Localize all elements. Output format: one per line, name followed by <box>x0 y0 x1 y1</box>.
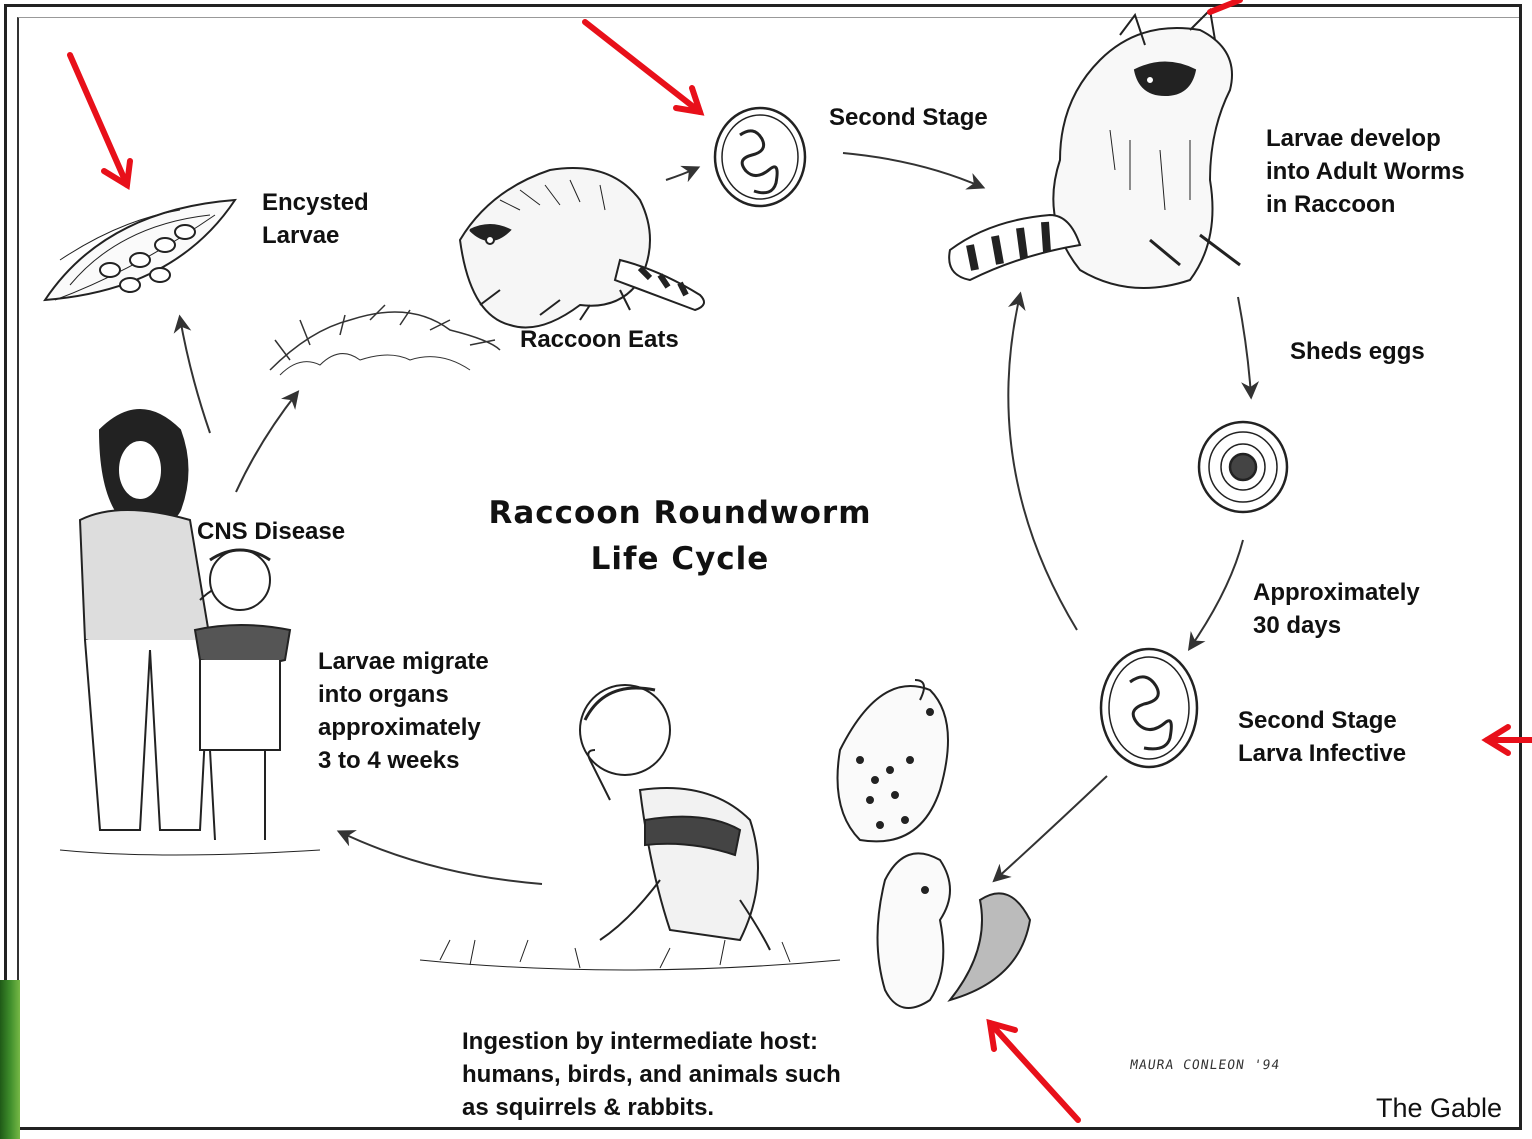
label-sheds-eggs: Sheds eggs <box>1290 335 1425 368</box>
label-larva-infective: Second Stage Larva Infective <box>1238 704 1406 770</box>
highlight-arrow-egg <box>585 22 700 112</box>
egg-second-stage-icon <box>715 108 805 206</box>
egg-unembryonated-icon <box>1199 422 1287 512</box>
diagram-title: Raccoon Roundworm Life Cycle <box>420 490 940 582</box>
arrow-human-to-encysted <box>180 318 210 433</box>
arrow-raccoon-to-egg <box>666 168 697 180</box>
highlight-arrow-infective <box>1487 727 1532 753</box>
label-approx-days: Approximately 30 days <box>1253 576 1420 642</box>
artist-signature: MAURA CONLEON '94 <box>1129 1058 1281 1073</box>
raccoon-food-icon <box>270 305 500 375</box>
humans-cns-disease-icon <box>60 410 320 855</box>
label-adult-worms: Larvae develop into Adult Worms in Racco… <box>1266 122 1465 221</box>
label-larvae-migrate: Larvae migrate into organs approximately… <box>318 645 489 777</box>
highlight-arrow-adult-raccoon <box>1210 0 1240 12</box>
arrow-infective-to-raccoon <box>1008 295 1077 630</box>
squirrel-icon <box>878 853 1031 1008</box>
quail-icon <box>838 680 949 841</box>
arrow-infective-to-squirrel <box>995 776 1107 880</box>
label-raccoon-eats: Raccoon Eats <box>520 323 679 356</box>
raccoon-adult-icon <box>949 10 1240 288</box>
label-ingestion: Ingestion by intermediate host: humans, … <box>462 1025 841 1124</box>
arrow-adult-to-sheds <box>1238 297 1251 396</box>
highlight-arrow-encysted <box>70 55 130 185</box>
arrow-human-to-raccoon-eats <box>236 393 297 492</box>
label-encysted-larvae: Encysted Larvae <box>262 186 369 252</box>
egg-infective-icon <box>1101 649 1197 767</box>
arrow-egg-to-infective <box>1190 540 1243 648</box>
encysted-larvae-icon <box>45 200 235 300</box>
label-cns-disease: CNS Disease <box>197 515 345 548</box>
image-credit: The Gable <box>1376 1093 1502 1124</box>
arrow-child-to-migrate <box>340 832 542 884</box>
highlight-arrow-squirrel <box>990 1023 1078 1120</box>
arrow-egg-to-raccoon <box>843 153 982 187</box>
raccoon-eating-icon <box>460 168 704 328</box>
label-second-stage: Second Stage <box>829 101 988 134</box>
